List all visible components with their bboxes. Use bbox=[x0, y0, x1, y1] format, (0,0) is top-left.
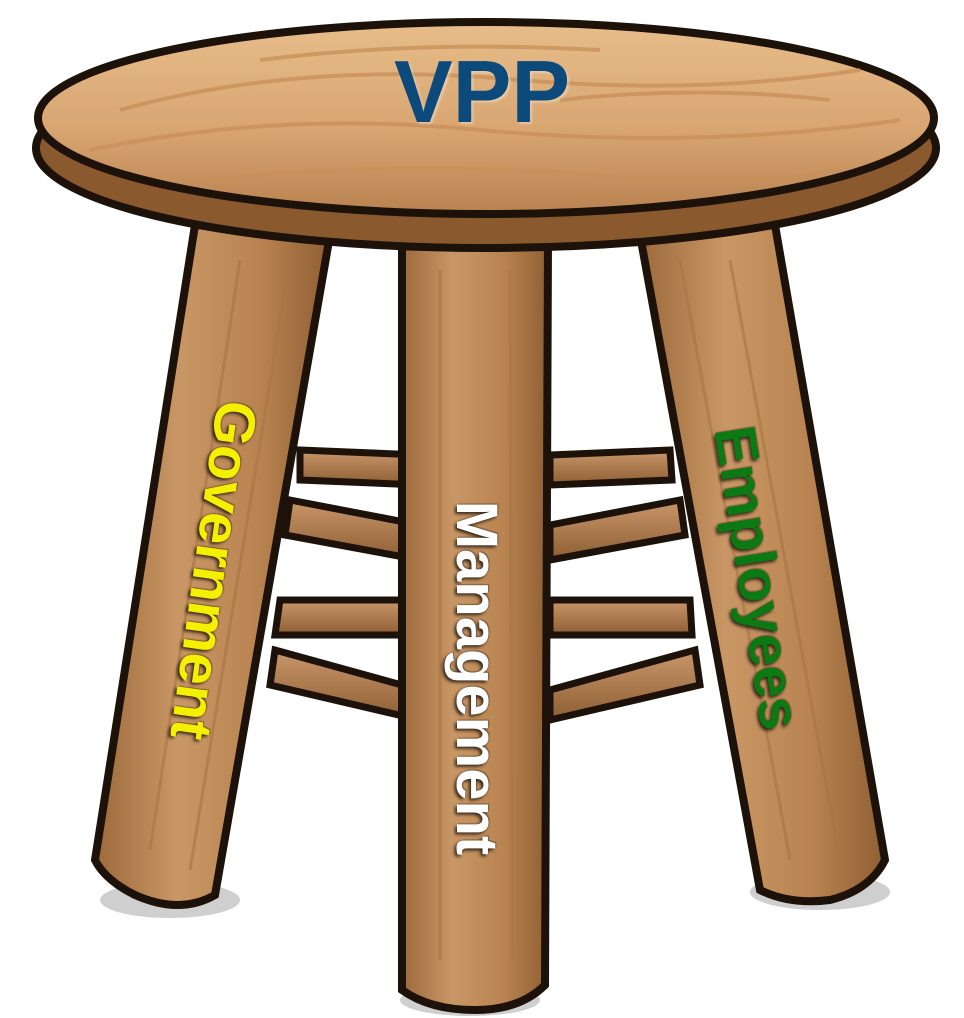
rung-right-4 bbox=[546, 645, 704, 725]
seat-top bbox=[34, 18, 938, 218]
leg-label-management: Management bbox=[444, 500, 509, 856]
rung-right-3 bbox=[546, 596, 696, 639]
left-leg bbox=[90, 220, 335, 909]
right-leg bbox=[635, 220, 890, 906]
rung-right-1 bbox=[546, 446, 676, 489]
rung-right-2 bbox=[546, 495, 689, 565]
seat-label: VPP bbox=[393, 42, 571, 141]
rung-left-4 bbox=[266, 645, 424, 725]
seat-grain bbox=[89, 44, 901, 182]
